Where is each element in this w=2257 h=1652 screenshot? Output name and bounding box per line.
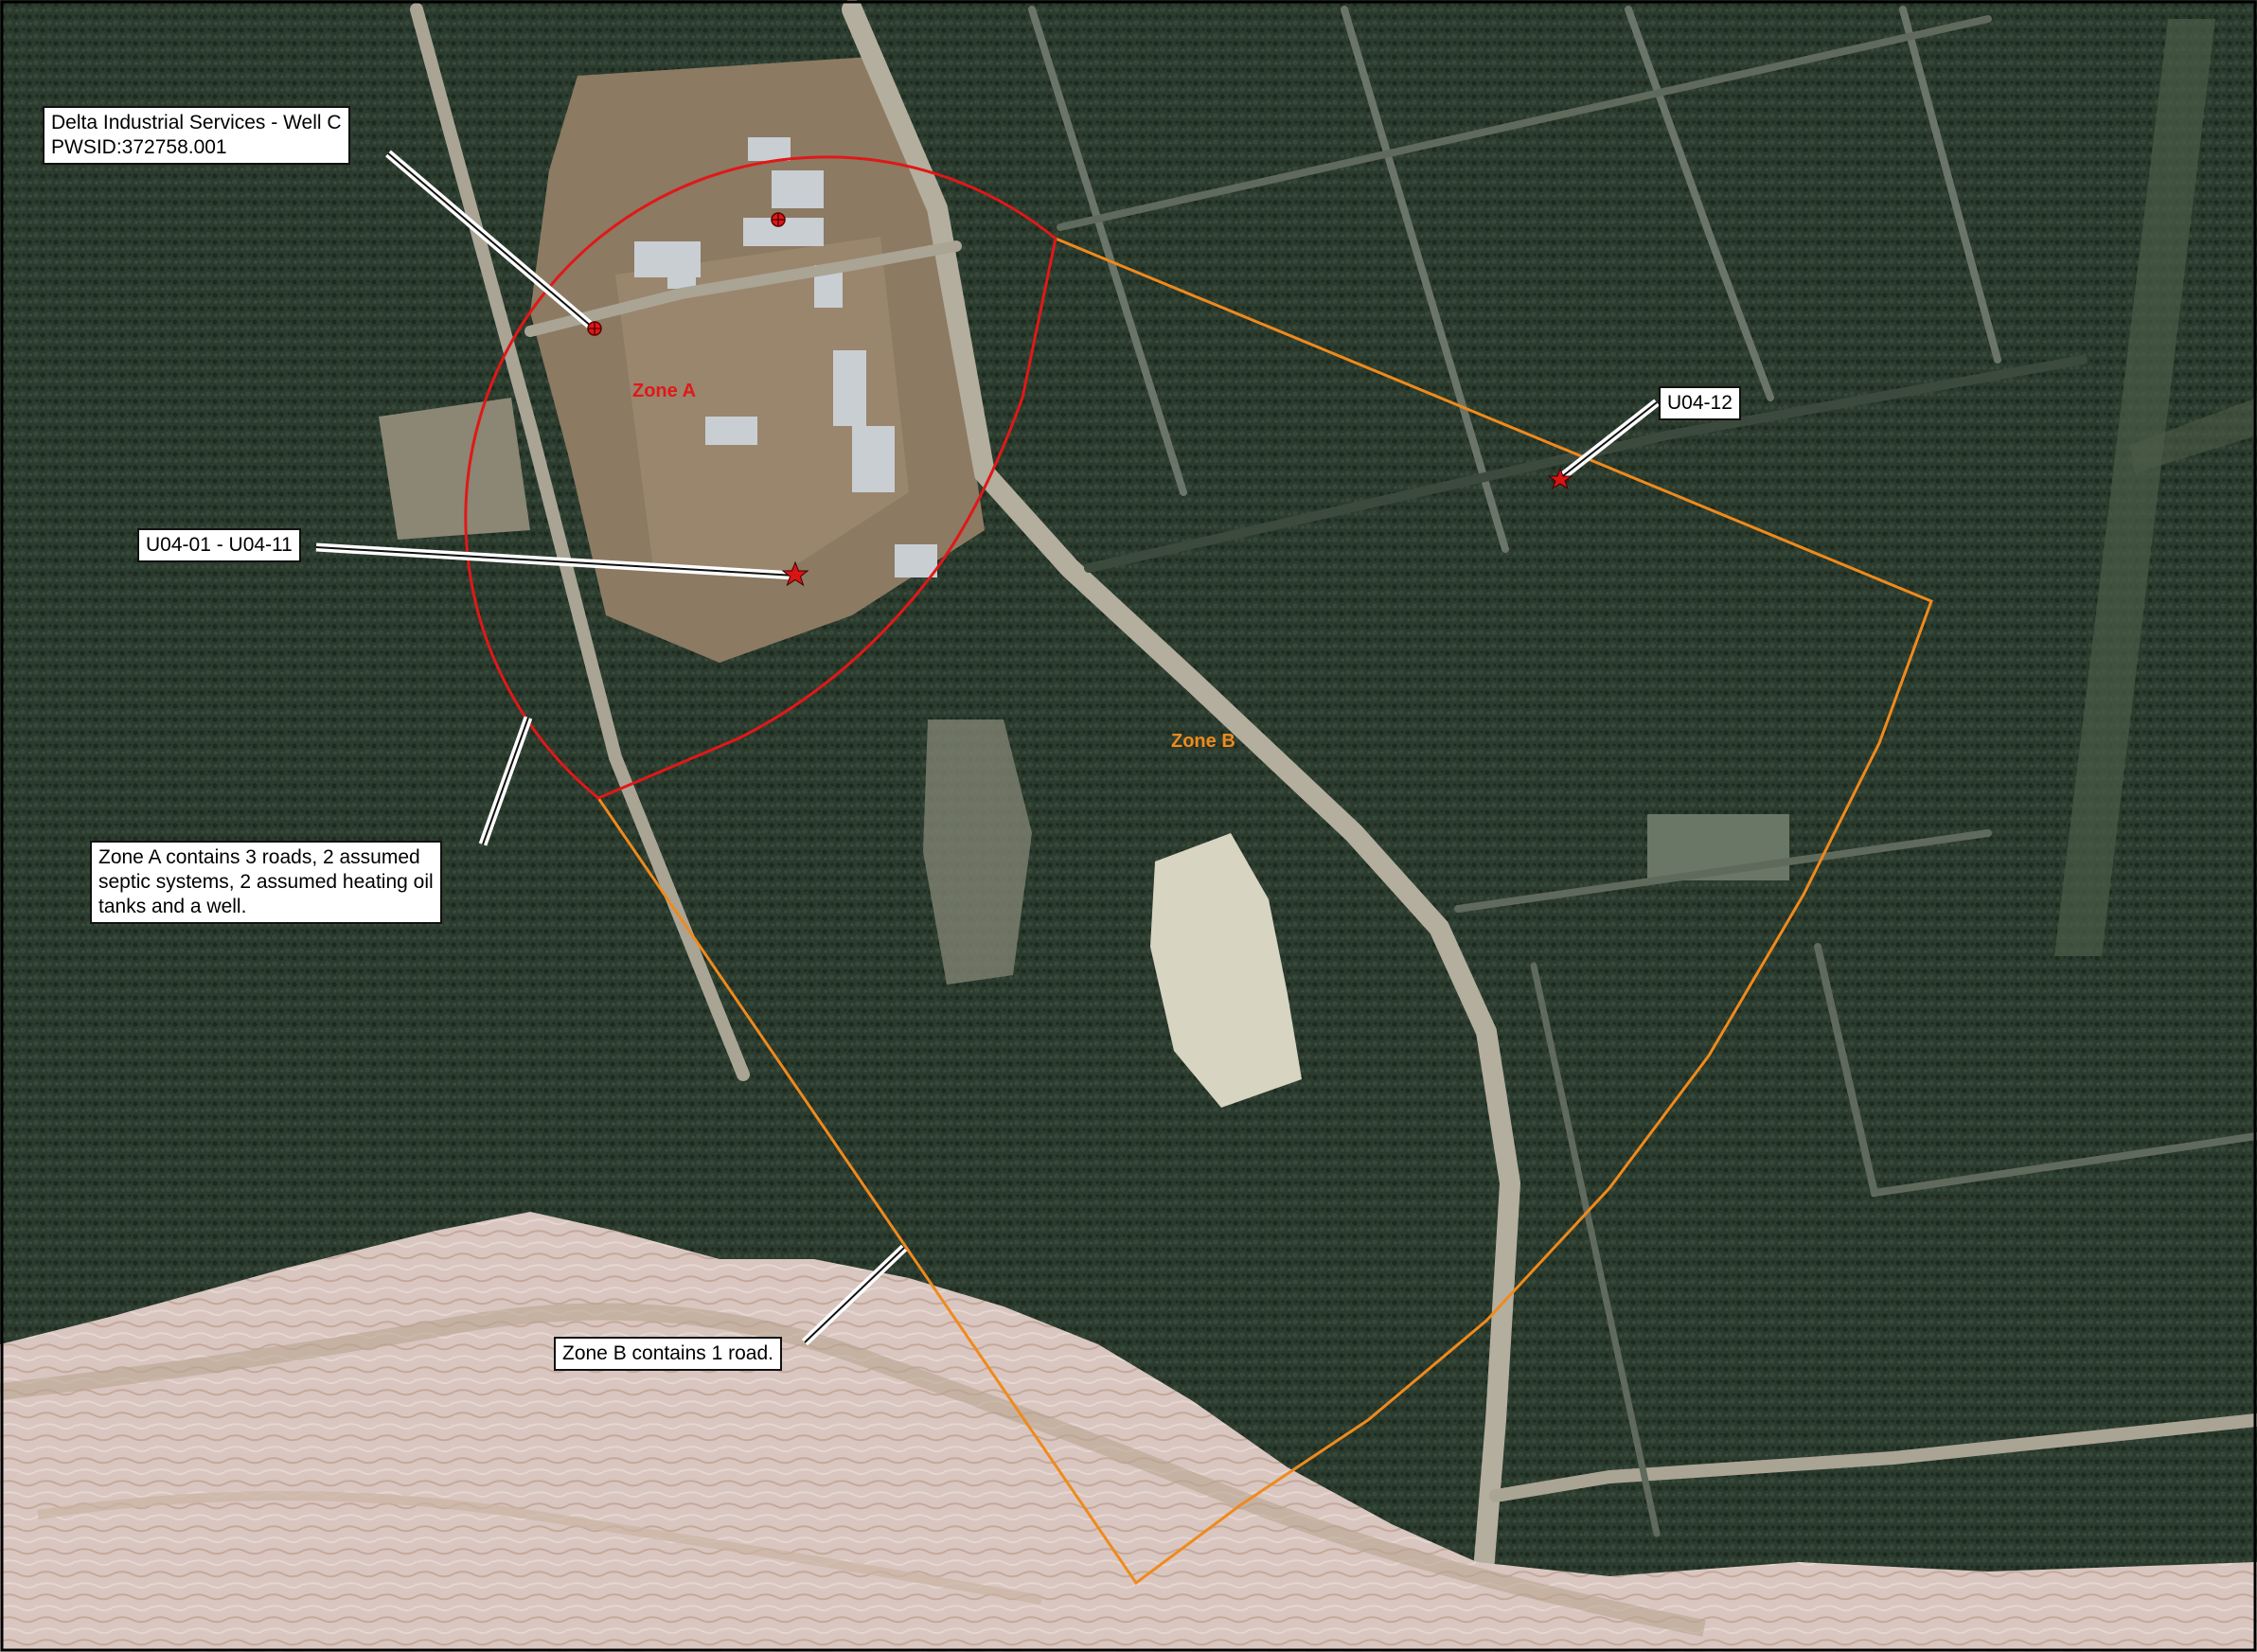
zone-a-label: Zone A	[632, 381, 697, 401]
zone-b-summary-callout: Zone B contains 1 road.	[554, 1337, 782, 1371]
zone-b-label: Zone B	[1171, 731, 1235, 752]
industrial-clearing	[615, 237, 909, 577]
source-star-marker	[1547, 467, 1573, 490]
river-bed	[0, 1212, 2257, 1652]
u04-01-11-label: U04-01 - U04-11	[146, 534, 293, 556]
u04-12-label: U04-12	[1667, 392, 1733, 414]
u04-12-callout: U04-12	[1659, 386, 1741, 420]
river-channel	[0, 1303, 1706, 1637]
sand-pit	[1150, 833, 1302, 1108]
river-channel	[37, 1491, 1042, 1605]
source-star-marker	[781, 560, 809, 587]
zone-b-boundary	[596, 237, 1933, 1586]
roads	[410, 0, 2257, 1652]
buildings	[634, 137, 937, 577]
zone-a-boundary	[464, 155, 1057, 800]
well-callout-pwsid: PWSID:372758.001	[51, 136, 227, 158]
zone-a-summary-callout: Zone A contains 3 roads, 2 assumed septi…	[90, 841, 442, 924]
zone-b-summary-label: Zone B contains 1 road.	[562, 1342, 773, 1364]
grass-strip	[2054, 19, 2215, 956]
zone-a-summary-line: Zone A contains 3 roads, 2 assumed	[98, 846, 420, 868]
well-callout-name: Delta Industrial Services - Well C	[51, 112, 342, 133]
well-marker	[587, 321, 602, 336]
zone-a-summary-line: tanks and a well.	[98, 896, 247, 917]
well-callout: Delta Industrial Services - Well C PWSID…	[43, 106, 350, 165]
west-clearing	[379, 398, 530, 540]
sand-pit	[923, 719, 1032, 985]
zone-a-summary-line: septic systems, 2 assumed heating oil	[98, 871, 434, 893]
grass-strip	[2130, 398, 2257, 473]
leader-lines	[315, 150, 1660, 1346]
well-marker	[771, 212, 786, 227]
u04-01-11-callout: U04-01 - U04-11	[137, 528, 301, 562]
